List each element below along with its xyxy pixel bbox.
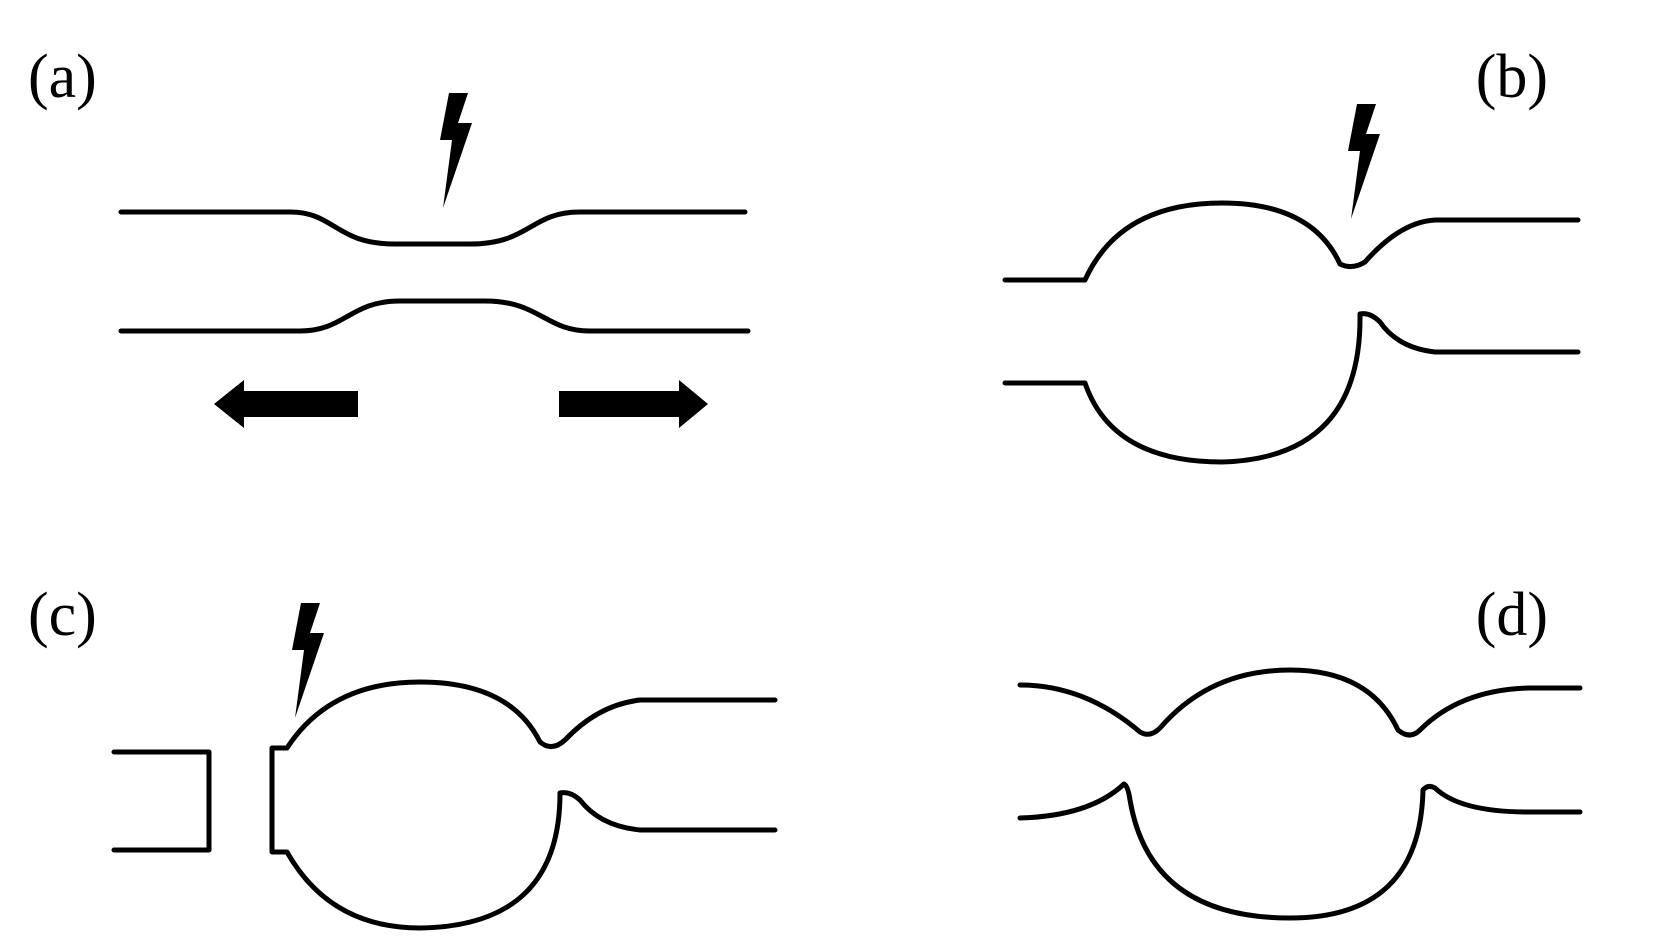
double-taper-upper-wall xyxy=(1017,667,1583,738)
taper-upper-wall xyxy=(118,209,748,247)
panel-b-label: (b) xyxy=(1476,43,1548,111)
double-taper-lower-wall xyxy=(1017,781,1583,921)
panel-c-label: (c) xyxy=(28,581,97,649)
cleaved-bulb-body xyxy=(269,679,778,931)
cleaved-fiber-end xyxy=(111,749,212,853)
arrow-left-icon xyxy=(214,380,358,428)
bulb-upper-wall xyxy=(1002,200,1581,283)
panel-d-label: (d) xyxy=(1476,581,1548,649)
lightning-bolt-icon xyxy=(1348,104,1380,219)
panel-a: (a) xyxy=(28,43,751,428)
panel-a-label: (a) xyxy=(28,43,97,111)
lightning-bolt-icon xyxy=(292,603,324,718)
taper-lower-wall xyxy=(118,298,751,334)
panel-d: (d) xyxy=(1017,581,1583,921)
bulb-lower-wall xyxy=(1002,311,1581,465)
panel-c: (c) xyxy=(28,581,778,931)
lightning-bolt-icon xyxy=(440,93,472,208)
arrow-right-icon xyxy=(559,380,708,428)
panel-b: (b) xyxy=(1002,43,1581,465)
